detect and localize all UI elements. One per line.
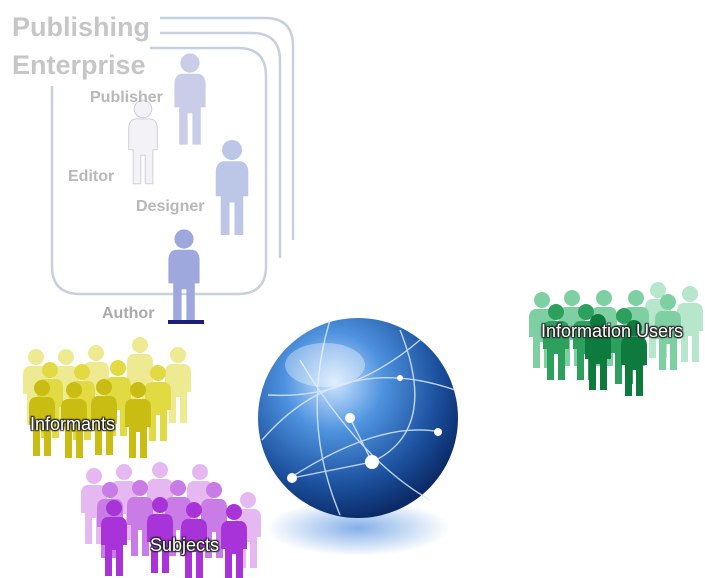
author-feet bbox=[168, 320, 204, 324]
enterprise-frame-front bbox=[50, 46, 268, 296]
publisher-label: Publisher bbox=[90, 89, 163, 106]
author-label: Author bbox=[102, 305, 155, 322]
enterprise-title-line2: Enterprise bbox=[12, 50, 146, 80]
publisher-figure bbox=[174, 53, 206, 145]
globe-sphere bbox=[258, 318, 458, 518]
subjects-label: Subjects bbox=[150, 535, 220, 555]
enterprise-frame-middle bbox=[160, 31, 282, 258]
subjects-group bbox=[81, 462, 261, 578]
globe-highlight bbox=[285, 343, 365, 387]
author-figure bbox=[168, 229, 200, 321]
globe bbox=[258, 318, 458, 556]
globe-shadow bbox=[266, 500, 450, 556]
editor-label: Editor bbox=[68, 168, 115, 185]
enterprise-title: Publishing Enterprise bbox=[12, 8, 150, 84]
designer-figure bbox=[215, 140, 249, 235]
editor-figure bbox=[128, 99, 158, 185]
informants-group bbox=[23, 337, 191, 458]
enterprise-title-line1: Publishing bbox=[12, 12, 150, 42]
informants-label: Informants bbox=[30, 414, 116, 434]
designer-label: Designer bbox=[136, 198, 205, 215]
enterprise-frame-back bbox=[160, 16, 295, 240]
information-users-label: Information Users bbox=[541, 321, 684, 341]
enterprise-frames bbox=[50, 16, 295, 296]
